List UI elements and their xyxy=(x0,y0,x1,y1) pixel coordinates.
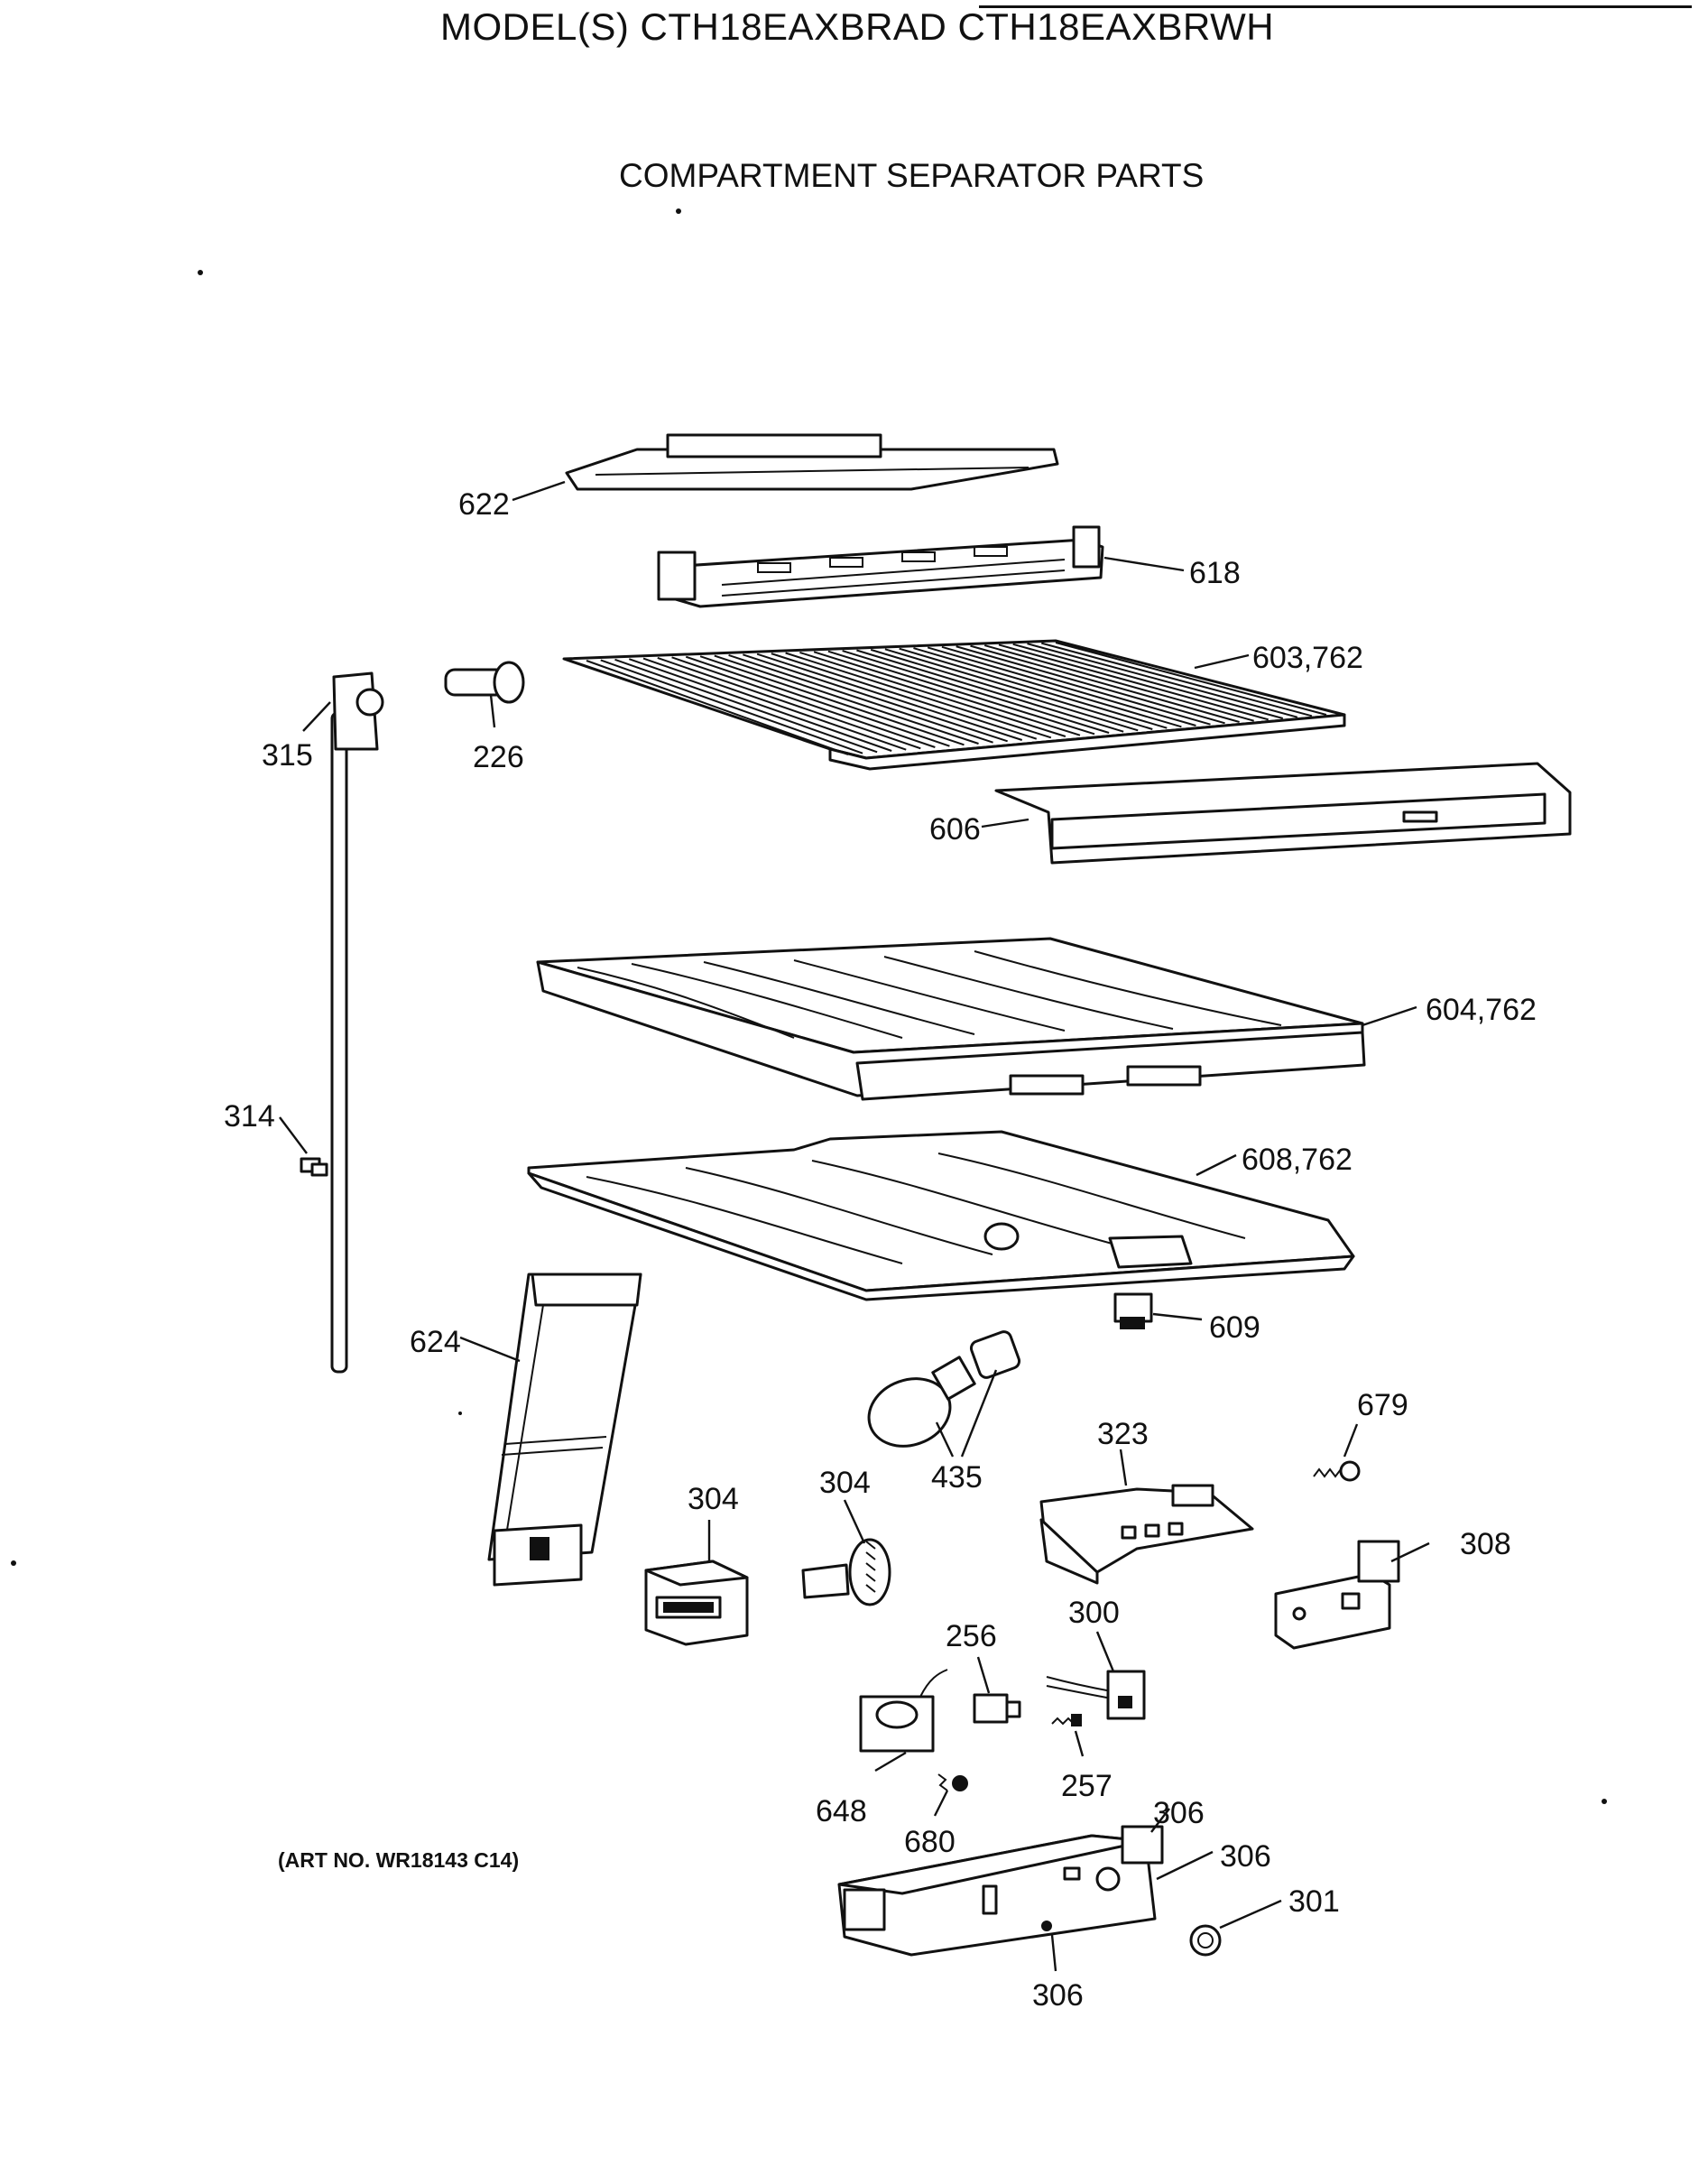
callout-609: 609 xyxy=(1209,1310,1260,1345)
callout-301: 301 xyxy=(1288,1884,1340,1919)
part-315-hinge xyxy=(332,671,384,751)
callout-606: 606 xyxy=(929,812,981,847)
header-rule xyxy=(979,5,1692,8)
shelf-rib xyxy=(856,649,1124,733)
shelf-rib xyxy=(842,650,1110,734)
callout-679: 679 xyxy=(1357,1388,1408,1422)
shelf-rib xyxy=(771,653,1038,740)
part-679-screw xyxy=(1313,1460,1361,1482)
shelf-rib xyxy=(600,659,863,754)
shelf-rib xyxy=(1027,643,1298,718)
shelf-rib xyxy=(642,657,907,751)
shelf-rib xyxy=(743,653,1008,743)
callout-622: 622 xyxy=(458,487,510,522)
shelf-rib xyxy=(728,653,993,744)
scan-speck xyxy=(458,1412,462,1415)
callout-256: 256 xyxy=(946,1619,997,1653)
part-314-rod xyxy=(330,711,348,1374)
part-304-housing xyxy=(644,1560,749,1646)
shelf-rib xyxy=(1055,642,1327,716)
shelf-rib xyxy=(899,647,1168,729)
callout-306-right: 306 xyxy=(1220,1839,1271,1874)
shelf-ribs xyxy=(586,642,1327,755)
shelf-rib xyxy=(756,653,1023,741)
callout-680: 680 xyxy=(904,1825,956,1859)
part-622-cover xyxy=(565,433,1059,491)
shelf-rib xyxy=(685,655,950,747)
callout-608-762: 608,762 xyxy=(1242,1143,1353,1177)
part-226-plug xyxy=(444,661,525,704)
shelf-rib xyxy=(884,648,1153,730)
shelf-rib xyxy=(956,645,1225,725)
part-435-socket xyxy=(969,1330,1021,1379)
part-304-knob xyxy=(801,1538,891,1606)
callout-226: 226 xyxy=(473,740,524,774)
shelf-rib xyxy=(1012,643,1284,719)
callout-624: 624 xyxy=(410,1325,461,1359)
callout-314: 314 xyxy=(224,1099,275,1134)
callout-648: 648 xyxy=(816,1794,867,1828)
part-301-knob xyxy=(1189,1924,1222,1957)
part-680-screw xyxy=(937,1773,968,1791)
shelf-rib xyxy=(799,651,1066,737)
callout-257: 257 xyxy=(1061,1769,1113,1803)
shelf-rib xyxy=(657,657,921,750)
art-number: (ART NO. WR18143 C14) xyxy=(278,1848,520,1872)
part-300-switch xyxy=(1046,1670,1146,1720)
part-648-solenoid xyxy=(859,1669,948,1753)
model-title: MODEL(S) CTH18EAXBRAD CTH18EAXBRWH xyxy=(440,5,1275,48)
callout-306-bottom: 306 xyxy=(1032,1978,1084,2013)
callout-304-left: 304 xyxy=(688,1482,739,1516)
callout-labels: 622 618 603,762 315 226 606 604,762 314 … xyxy=(224,487,1537,2013)
callout-603-762: 603,762 xyxy=(1252,641,1363,675)
callout-604-762: 604,762 xyxy=(1426,993,1537,1027)
part-435-bulb xyxy=(867,1356,976,1448)
section-title: COMPARTMENT SEPARATOR PARTS xyxy=(619,157,1205,194)
part-606-trim xyxy=(994,762,1572,865)
callout-300: 300 xyxy=(1068,1596,1120,1630)
shelf-rib xyxy=(714,654,979,745)
shelf-rib xyxy=(913,647,1182,728)
callout-435: 435 xyxy=(931,1460,983,1495)
scan-speck xyxy=(11,1560,16,1566)
callout-306-top: 306 xyxy=(1153,1796,1205,1830)
shelf-rib xyxy=(998,643,1269,721)
callout-308: 308 xyxy=(1460,1527,1511,1561)
shelf-rib xyxy=(941,645,1211,726)
shelf-rib xyxy=(813,651,1081,736)
part-323-bracket xyxy=(1039,1484,1254,1585)
shelf-rib xyxy=(927,646,1196,727)
callout-323: 323 xyxy=(1097,1417,1149,1451)
scan-speck xyxy=(1602,1799,1607,1804)
callout-315: 315 xyxy=(262,738,313,773)
shelf-rib xyxy=(1040,642,1313,717)
scan-speck xyxy=(198,270,203,275)
shelf-rib xyxy=(785,652,1052,739)
shelf-rib xyxy=(614,658,878,754)
leader-lines xyxy=(279,480,1430,1972)
part-308-bracket xyxy=(1274,1540,1400,1650)
shelf-rib xyxy=(827,650,1095,736)
shelf-rib xyxy=(870,648,1139,732)
part-608-separator xyxy=(527,1130,1355,1301)
scan-speck xyxy=(676,208,681,214)
part-256-switch xyxy=(973,1693,1021,1724)
callout-618: 618 xyxy=(1189,556,1241,590)
callout-304-right: 304 xyxy=(819,1466,871,1500)
part-618-rail xyxy=(657,525,1104,608)
shelf-rib xyxy=(983,644,1254,722)
part-314-clip xyxy=(300,1157,328,1177)
part-306-housing xyxy=(837,1825,1164,1957)
part-609-clip xyxy=(1113,1292,1153,1329)
part-257-screw xyxy=(1051,1714,1082,1726)
shelf-rib xyxy=(671,656,936,748)
shelf-rib xyxy=(699,655,965,746)
shelf-rib xyxy=(586,660,849,755)
part-604-separator xyxy=(536,937,1366,1101)
part-603-shelf xyxy=(562,639,1346,771)
shelf-rib xyxy=(628,658,892,752)
shelf-rib xyxy=(970,644,1240,723)
part-624-cover xyxy=(487,1273,642,1587)
